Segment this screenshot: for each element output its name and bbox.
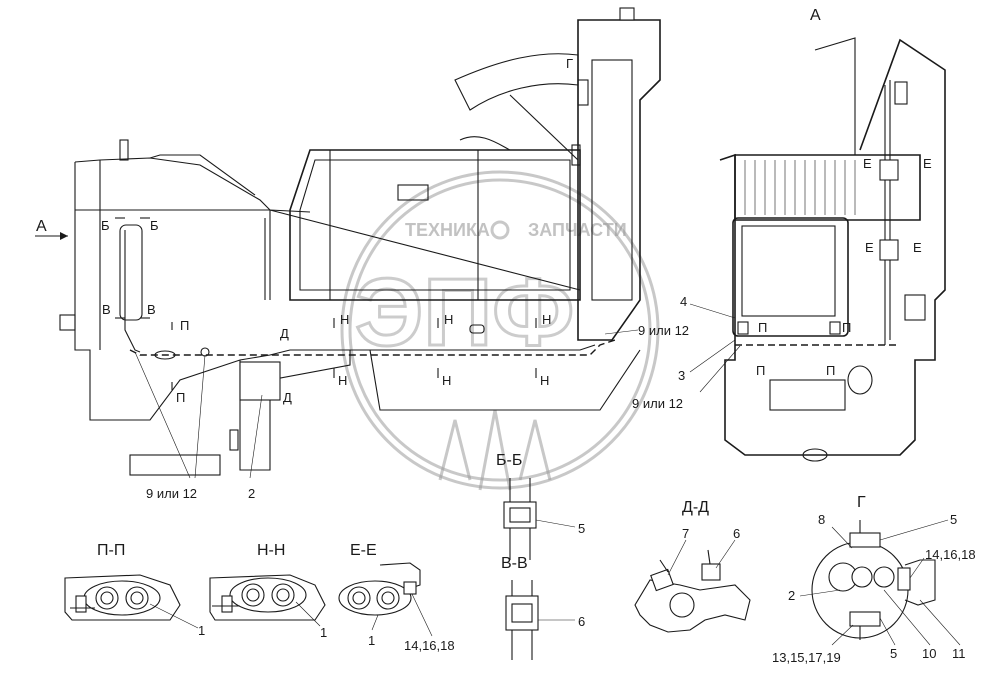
view-a-mark-p-left-bottom: П (756, 363, 765, 378)
view-a-mark-e2-right: Е (913, 240, 922, 255)
mark-n-1-top: Н (340, 312, 349, 327)
section-g-callout-5-top: 5 (950, 512, 957, 527)
section-vv: В-В 6 (501, 555, 585, 660)
section-g-callout-5-bottom: 5 (890, 646, 897, 661)
section-g-callout-10: 10 (922, 646, 936, 661)
section-ee: Е-Е 1 14,16,18 (338, 542, 455, 653)
radiator-fins (744, 160, 856, 215)
view-a-callout-3: 3 (678, 368, 685, 383)
section-bb-title: Б-Б (496, 452, 522, 469)
section-nn: Н-Н 1 (209, 542, 327, 640)
callout-9-12-right: 9 или 12 (638, 323, 689, 338)
mark-d-top: Д (280, 326, 289, 341)
callout-9-12-bottom: 9 или 12 (146, 486, 197, 501)
mark-g: Г (566, 56, 573, 71)
section-ee-title: Е-Е (350, 542, 377, 559)
view-a-mark-e1-left: Е (863, 156, 872, 171)
mark-b-right: Б (150, 218, 159, 233)
view-a-detail: А Е Е Е Е П П П П 4 (632, 7, 946, 462)
watermark-logo: ЭПФ (355, 259, 574, 366)
mark-n-1-bottom: Н (338, 373, 347, 388)
mark-n-3-bottom: Н (540, 373, 549, 388)
view-a-callout-4: 4 (680, 294, 687, 309)
section-bb: Б-Б 5 (496, 452, 585, 560)
section-g-callout-11: 11 (952, 646, 966, 661)
section-g-title: Г (857, 494, 866, 511)
section-ee-callout-1: 1 (368, 633, 375, 648)
view-a-mark-e1-right: Е (923, 156, 932, 171)
section-dd-callout-6: 6 (733, 526, 740, 541)
watermark: ТЕХНИКА ЗАПЧАСТИ ЭПФ (340, 170, 660, 491)
view-a-title: А (810, 7, 821, 24)
section-g-callout-14: 14,16,18 (925, 547, 976, 562)
section-ee-callout-2: 14,16,18 (404, 638, 455, 653)
mark-b-left: Б (101, 218, 110, 233)
view-a-mark-p-right-bottom: П (826, 363, 835, 378)
callout-2: 2 (248, 486, 255, 501)
mark-n-2-bottom: Н (442, 373, 451, 388)
section-vv-callout: 6 (578, 614, 585, 629)
mark-n-2-top: Н (444, 312, 453, 327)
section-pp-title: П-П (97, 542, 125, 559)
mark-v-right: В (147, 302, 156, 317)
section-g-callout-2: 2 (788, 588, 795, 603)
mark-p-bottom: П (176, 390, 185, 405)
mark-p-top: П (180, 318, 189, 333)
section-pp-callout: 1 (198, 623, 205, 638)
section-dd-callout-7: 7 (682, 526, 689, 541)
section-nn-callout: 1 (320, 625, 327, 640)
section-g: Г 8 5 14,16,18 2 13,15,17,19 5 10 11 (772, 494, 976, 665)
mark-v-left: В (102, 302, 111, 317)
view-a-mark-p-right: П (842, 320, 851, 335)
view-a-arrow-label: А (36, 218, 47, 235)
section-nn-title: Н-Н (257, 542, 285, 559)
section-vv-title: В-В (501, 555, 528, 572)
view-a-callout-9-12: 9 или 12 (632, 396, 683, 411)
mark-d-bottom: Д (283, 390, 292, 405)
watermark-line1: ТЕХНИКА (405, 220, 490, 240)
section-bb-callout: 5 (578, 521, 585, 536)
section-dd-title: Д-Д (682, 499, 709, 516)
section-pp: П-П 1 (64, 542, 205, 638)
mark-n-3-top: Н (542, 312, 551, 327)
section-dd: Д-Д 7 6 (634, 499, 751, 633)
view-a-mark-p-left: П (758, 320, 767, 335)
section-g-callout-13: 13,15,17,19 (772, 650, 841, 665)
main-side-view: А Б Б В В П П Д Д Г Н Н Н Н Н Н 9 или 12 (35, 7, 689, 501)
section-g-callout-8: 8 (818, 512, 825, 527)
view-a-mark-e2-left: Е (865, 240, 874, 255)
